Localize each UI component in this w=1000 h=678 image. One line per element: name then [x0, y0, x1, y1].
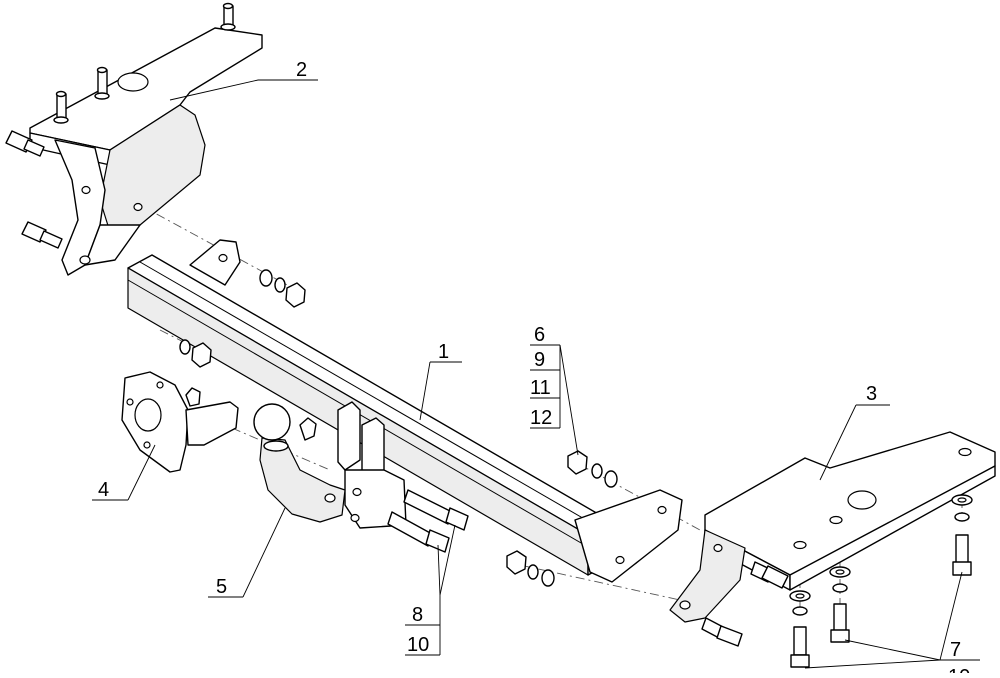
callout-labels: 1 2 3 4 5 6 9 11 12 8 10 7 10 [98, 59, 970, 678]
socket-bolt-upper [403, 489, 469, 531]
callout-8: 8 [412, 604, 423, 626]
main-cross-beam [127, 239, 683, 583]
callout-12: 12 [530, 407, 552, 429]
right-bracket-bolt-lower [701, 617, 743, 647]
vertical-bolt-right [951, 494, 973, 576]
washer-nut-set-left [259, 269, 306, 308]
washer-nut-set-right-lower [506, 550, 555, 587]
callout-6: 6 [534, 324, 545, 346]
washer-nut-set-beam [179, 339, 212, 368]
callout-10: 10 [407, 634, 429, 656]
left-bracket-bolt-lower [21, 221, 63, 249]
callout-11: 11 [530, 377, 551, 399]
electrical-socket-bracket [121, 371, 239, 473]
washer-nut-set-right-upper [567, 450, 618, 488]
left-bracket-bolt-upper [5, 130, 45, 157]
callout-7: 7 [950, 639, 961, 661]
callout-9: 9 [534, 349, 545, 371]
vertical-bolt-middle [829, 566, 851, 643]
right-mounting-bracket [669, 431, 996, 623]
callout-10b: 10 [948, 666, 970, 673]
left-mounting-bracket [29, 2, 263, 276]
leader-lines [92, 79, 980, 669]
socket-bolt-lower [387, 511, 450, 553]
callout-4: 4 [98, 479, 109, 501]
callout-3: 3 [866, 383, 877, 405]
callout-2: 2 [296, 59, 307, 81]
callout-5: 5 [216, 576, 227, 598]
vertical-bolt-left [789, 590, 811, 668]
callout-1: 1 [438, 341, 449, 363]
tow-ball [253, 403, 346, 523]
right-bracket-bolt-upper [750, 561, 789, 589]
